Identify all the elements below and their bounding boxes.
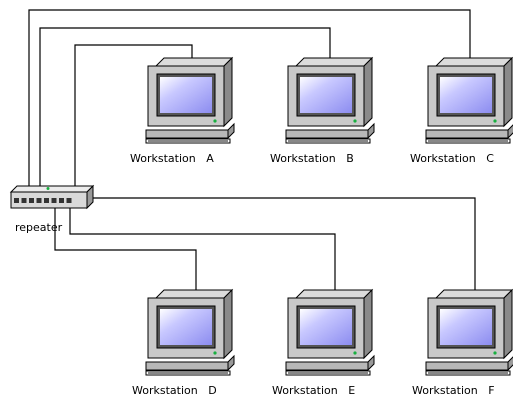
computer-icon — [145, 289, 235, 376]
computer-icon — [425, 289, 513, 376]
workstation-c: Workstation C — [410, 57, 513, 165]
computer-icon — [285, 57, 375, 144]
workstations: Workstation A Workstation B Workstation C W… — [130, 57, 513, 397]
workstation-label: Workstation F — [412, 384, 495, 397]
computer-icon — [145, 57, 235, 144]
computer-icon — [285, 289, 375, 376]
cable-b — [39, 27, 331, 186]
network-cables — [28, 9, 476, 298]
workstation-a: Workstation A — [130, 57, 235, 165]
repeater-label: repeater — [15, 221, 63, 234]
repeater-node: repeater — [9, 184, 95, 234]
workstation-b: Workstation B — [270, 57, 375, 165]
cable-f — [54, 208, 197, 298]
cable-e — [69, 208, 336, 298]
workstation-label: Workstation D — [132, 384, 217, 397]
workstation-e: Workstation E — [272, 289, 375, 397]
workstation-label: Workstation A — [130, 152, 214, 165]
workstation-label: Workstation B — [270, 152, 354, 165]
workstation-label: Workstation C — [410, 152, 494, 165]
workstation-label: Workstation E — [272, 384, 355, 397]
cable-c — [74, 44, 193, 186]
cable-a — [28, 9, 471, 186]
workstation-d: Workstation D — [132, 289, 235, 397]
computer-icon — [425, 57, 513, 144]
cable-d — [86, 197, 476, 298]
repeater-hub-icon — [9, 184, 95, 210]
workstation-f: Workstation F — [412, 289, 513, 397]
